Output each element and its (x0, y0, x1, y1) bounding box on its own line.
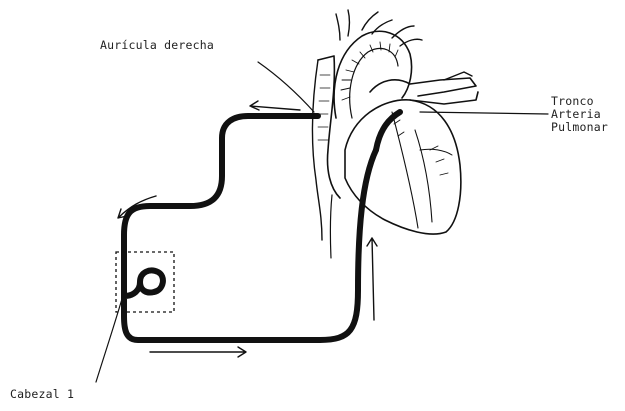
bypass-circuit (116, 112, 400, 340)
aortic-arch-inner (350, 48, 398, 118)
leader-auricula (258, 62, 314, 112)
heart-surface-marks (394, 120, 448, 175)
pulmonary-trunk (370, 78, 476, 96)
bypass-tube (124, 116, 376, 340)
label-cabezal: Cabezal 1 (10, 388, 74, 401)
label-tronco-line3: Pulmonar (551, 121, 608, 134)
heart-inner-line-3 (420, 149, 452, 155)
heart-inner-line-2 (415, 130, 432, 222)
leader-cabezal (96, 292, 124, 382)
atrium-hatching (318, 75, 330, 140)
aortic-arch (334, 31, 411, 118)
flow-arrows (118, 101, 377, 357)
aorta-branch-1 (336, 10, 350, 40)
right-atrium-outline-2 (312, 60, 322, 240)
arrow-top (250, 101, 300, 110)
label-tronco-arteria-pulmonar: Tronco Arteria Pulmonar (551, 95, 608, 134)
arrow-bottom (150, 347, 246, 357)
heart-illustration (312, 10, 478, 258)
heart-inner-line (392, 112, 418, 228)
vena-line (330, 195, 332, 258)
leader-lines (96, 62, 548, 382)
label-auricula-derecha: Aurícula derecha (100, 39, 214, 52)
arrow-right-up (367, 238, 377, 320)
